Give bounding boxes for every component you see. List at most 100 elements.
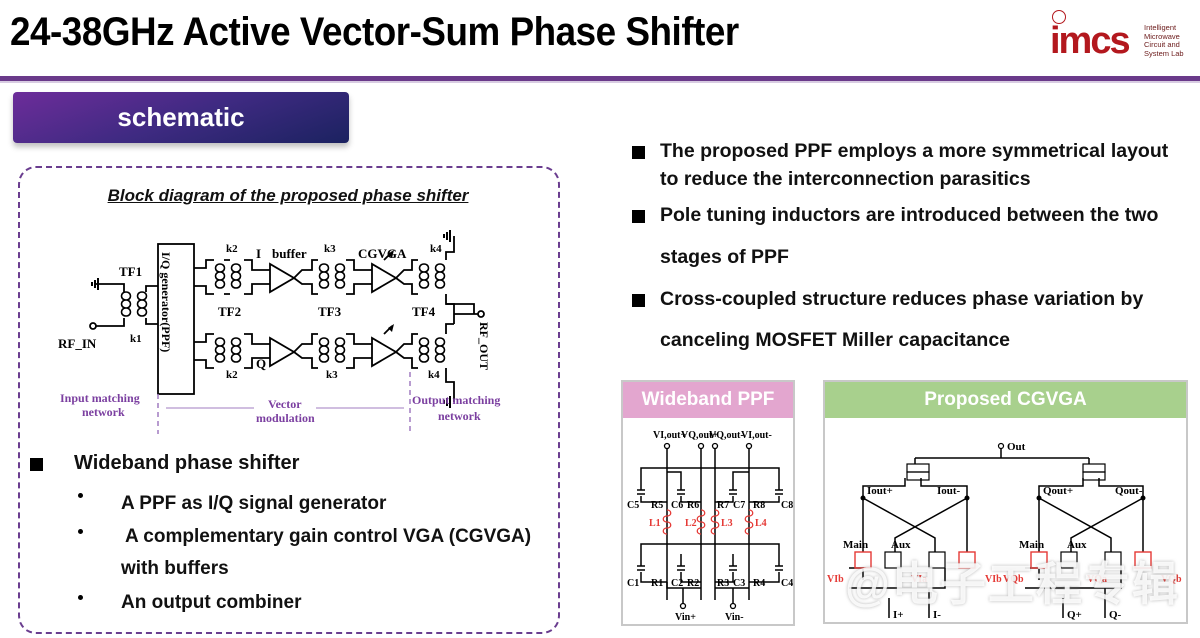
cgvga-schematic: Out Iout+ Iout- Main Aux Qout+ Qout- Mai… — [827, 441, 1182, 621]
component-label: R6 — [687, 500, 699, 511]
vib-label: VIb — [985, 574, 1002, 585]
logo-subtitle-line: System Lab — [1144, 48, 1184, 58]
cgvga-panel-title: Proposed CGVGA — [825, 382, 1186, 418]
tf2-label: TF2 — [218, 304, 241, 319]
bullet-text: stages of PPF — [660, 246, 789, 268]
aux-transistor-highlight — [1134, 551, 1152, 569]
qout-plus-label: Qout+ — [1043, 485, 1073, 497]
k2-label: k2 — [226, 369, 238, 381]
bullet-text: Wideband phase shifter — [74, 452, 300, 474]
i-plus-label: I+ — [893, 609, 904, 621]
block-diagram: TF1 k1 RF_IN k2 I buffer k3 CGVGA k4 TF2… — [58, 229, 500, 434]
i-buffer-triangle — [269, 262, 296, 294]
logo-subtitle-line: Circuit and — [1144, 40, 1180, 49]
watermark: @电子工程专辑 — [845, 558, 1180, 610]
logo-text: imcs — [1050, 20, 1131, 62]
inductor-label: L2 — [685, 518, 697, 529]
input-label: Vin- — [725, 612, 744, 623]
rf-out-label: RF_OUT — [477, 322, 491, 370]
wire — [94, 318, 125, 327]
iq-generator-box — [157, 243, 195, 395]
vqa-label: VQa — [1087, 574, 1107, 585]
iout-minus-label: Iout- — [937, 485, 961, 497]
component-label: R7 — [717, 500, 729, 511]
globe-icon — [1052, 10, 1066, 24]
main-label: Main — [1019, 539, 1044, 551]
inductor-label: L3 — [721, 518, 733, 529]
q-minus-label: Q- — [1109, 609, 1122, 621]
logo-subtitle: Intelligent Microwave Circuit and System… — [1144, 23, 1184, 58]
input-label: Vin+ — [675, 612, 696, 623]
vib-label: VIb — [827, 574, 844, 585]
i-cgvga-triangle — [371, 262, 398, 294]
bullet-text: The proposed PPF employs a more symmetri… — [660, 140, 1169, 162]
main-transistor-highlight — [854, 551, 872, 569]
component-label: R5 — [651, 500, 663, 511]
main-transistor-highlight — [1030, 551, 1048, 569]
dot-bullet-icon — [78, 595, 83, 600]
component-label: C7 — [733, 500, 745, 511]
component-label: C8 — [781, 500, 793, 511]
sub-bullet-text: with buffers — [121, 558, 229, 579]
vector-modulation-label-2: modulation — [256, 411, 315, 425]
sub-bullet-text: A PPF as I/Q signal generator — [121, 493, 387, 514]
node-label: VI,out- — [741, 430, 772, 441]
vector-modulation-label: Vector — [268, 397, 302, 411]
bullet-text: Pole tuning inductors are introduced bet… — [660, 204, 1159, 226]
node-label: VQ,out+ — [681, 430, 718, 441]
title-divider-shadow — [0, 81, 1200, 83]
cgvga-label: CGVGA — [358, 246, 407, 261]
bullet-text: Cross-coupled structure reduces phase va… — [660, 288, 1144, 310]
component-label: C2 — [671, 578, 683, 589]
bullet-text: canceling MOSFET Miller capacitance — [660, 329, 1011, 351]
tf4-label: TF4 — [412, 304, 436, 319]
q-label: Q — [256, 356, 266, 371]
input-matching-label: Input matching — [60, 391, 140, 405]
imcs-logo: imcs Intelligent Microwave Circuit and S… — [1046, 10, 1196, 64]
component-label: R2 — [687, 578, 699, 589]
aux-label: Aux — [891, 539, 911, 551]
component-label: C4 — [781, 578, 793, 589]
proposed-cgvga-panel: Proposed CGVGA — [823, 380, 1188, 624]
buffer-label: buffer — [272, 246, 307, 261]
component-label: R3 — [717, 578, 729, 589]
k3-label: k3 — [324, 243, 336, 255]
q-buffer-triangle — [269, 336, 296, 368]
component-label: R1 — [651, 578, 663, 589]
ppf-panel-title: Wideband PPF — [623, 382, 793, 418]
logo-subtitle-line: Intelligent — [1144, 23, 1177, 32]
rf-in-label: RF_IN — [58, 336, 97, 351]
wideband-ppf-panel: Wideband PPF — [621, 380, 795, 626]
title-divider — [0, 76, 1200, 81]
qout-minus-label: Qout- — [1115, 485, 1143, 497]
i-label: I — [256, 246, 261, 261]
via-label: VIa — [911, 574, 927, 585]
block-diagram-title: Block diagram of the proposed phase shif… — [107, 186, 469, 205]
out-label: Out — [1007, 441, 1026, 453]
page-title: 24-38GHz Active Vector-Sum Phase Shifter — [10, 10, 739, 54]
output-matching-label-2: network — [438, 409, 481, 423]
component-label: R4 — [753, 578, 765, 589]
square-bullet-icon — [30, 458, 43, 471]
iout-plus-label: Iout+ — [867, 485, 893, 497]
sub-bullet-text: A complementary gain control VGA (CGVGA) — [125, 526, 532, 547]
k4-label: k4 — [430, 243, 442, 255]
iq-generator-label: I/Q generator(PPF) — [159, 252, 173, 352]
component-label: C5 — [627, 500, 639, 511]
i-minus-label: I- — [933, 609, 941, 621]
k3-label: k3 — [326, 369, 338, 381]
sub-bullet-text: An output combiner — [121, 592, 302, 613]
output-matching-label: Output matching — [412, 393, 500, 407]
wire — [145, 318, 158, 325]
q-plus-label: Q+ — [1067, 609, 1082, 621]
input-matching-label-2: network — [82, 405, 125, 419]
aux-label: Aux — [1067, 539, 1087, 551]
main-label: Main — [843, 539, 868, 551]
inductor-label: L4 — [755, 518, 767, 529]
square-bullet-icon — [632, 210, 645, 223]
dot-bullet-icon — [78, 493, 83, 498]
vqb-label: VQb — [1161, 574, 1182, 585]
aux-transistor-highlight — [958, 551, 976, 569]
inductor-label: L1 — [649, 518, 661, 529]
dot-bullet-icon — [78, 529, 83, 534]
